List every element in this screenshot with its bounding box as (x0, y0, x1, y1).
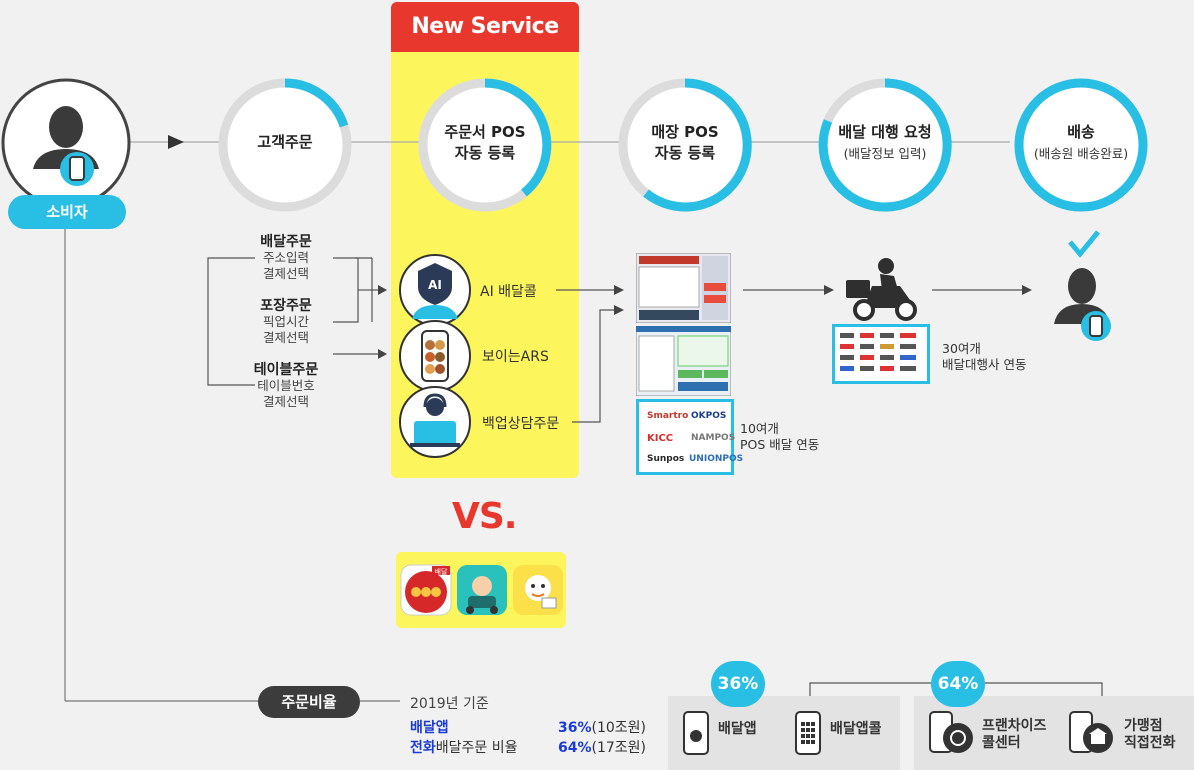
brand-nampos: NAMPOS (691, 433, 736, 443)
step-circle-1 (218, 78, 352, 212)
stat-pct-app: 36% (711, 661, 765, 707)
consumer-label: 소비자 (8, 195, 126, 229)
visible-ars-icon (399, 320, 471, 392)
step-label-4: 배달 대행 요청(배달정보 입력) (838, 123, 932, 161)
delivery-scooter-icon (846, 258, 917, 321)
ratio-year: 2019년 기준 (410, 696, 489, 712)
keypad-phone-icon (795, 711, 821, 755)
callcenter-icon (929, 711, 973, 753)
step-circle-2 (418, 78, 552, 212)
stat-item-callcenter: 프랜차이즈 콜센터 (982, 718, 1047, 751)
franchise-store-icon (1069, 711, 1113, 753)
brand-sunpos: Sunpos (647, 454, 685, 464)
stat-item-app: 배달앱 (718, 721, 757, 737)
vs-label: VS. (452, 496, 517, 537)
brand-unionpos: UNIONPOS (689, 454, 744, 464)
step-label-1: 고객주문 (257, 133, 313, 151)
app-icon-yogiyo: 배달 (400, 564, 452, 616)
stat-pct-phone: 64% (931, 661, 985, 707)
app-icon-baemin (457, 565, 507, 615)
step-circle-5 (1014, 78, 1148, 212)
brand-smartro: Smartro (647, 411, 689, 421)
delivery-agency-logos (832, 324, 930, 384)
step-circle-3 (618, 78, 752, 212)
ratio-line-phone: 전화배달주문 비율 64%(17조원) (410, 740, 646, 756)
brand-kicc: KICC (647, 433, 674, 444)
pos-brand-tile: Smartro OKPOS KICC NAMPOS Sunpos UNIONPO… (636, 399, 743, 475)
app-icon-yogiyo-character (513, 565, 563, 615)
new-service-header: New Service (391, 2, 579, 52)
ai-badge-text: AI (428, 278, 442, 292)
pos-screen-2 (636, 326, 731, 396)
pos-screen-1 (636, 253, 731, 323)
step-circle-4 (818, 78, 952, 212)
app-sticker-text: 배달 (435, 567, 448, 576)
order-ratio-label: 주문비율 (258, 686, 360, 718)
step-label-2: 주문서 POS 자동 등록 (444, 123, 526, 162)
service-label-visible-ars: 보이는ARS (482, 349, 549, 365)
service-label-backup-consult: 백업상담주문 (482, 416, 560, 432)
service-label-ai-call: AI 배달콜 (480, 284, 537, 300)
phone-app-icon (683, 711, 709, 755)
ratio-line-app: 배달앱 36%(10조원) (410, 720, 646, 736)
consumer-avatar (1, 78, 131, 208)
brand-okpos: OKPOS (691, 411, 727, 421)
ai-call-icon: AI (399, 254, 471, 326)
stat-item-franchise: 가맹점 직접전화 (1124, 718, 1176, 751)
delivered-customer-icon (1054, 230, 1111, 341)
stat-item-app-call: 배달앱콜 (830, 721, 882, 737)
step-label-5: 배송(배송원 배송완료) (1033, 123, 1129, 161)
backup-consult-icon (399, 386, 471, 458)
step-label-3: 매장 POS 자동 등록 (651, 123, 719, 162)
